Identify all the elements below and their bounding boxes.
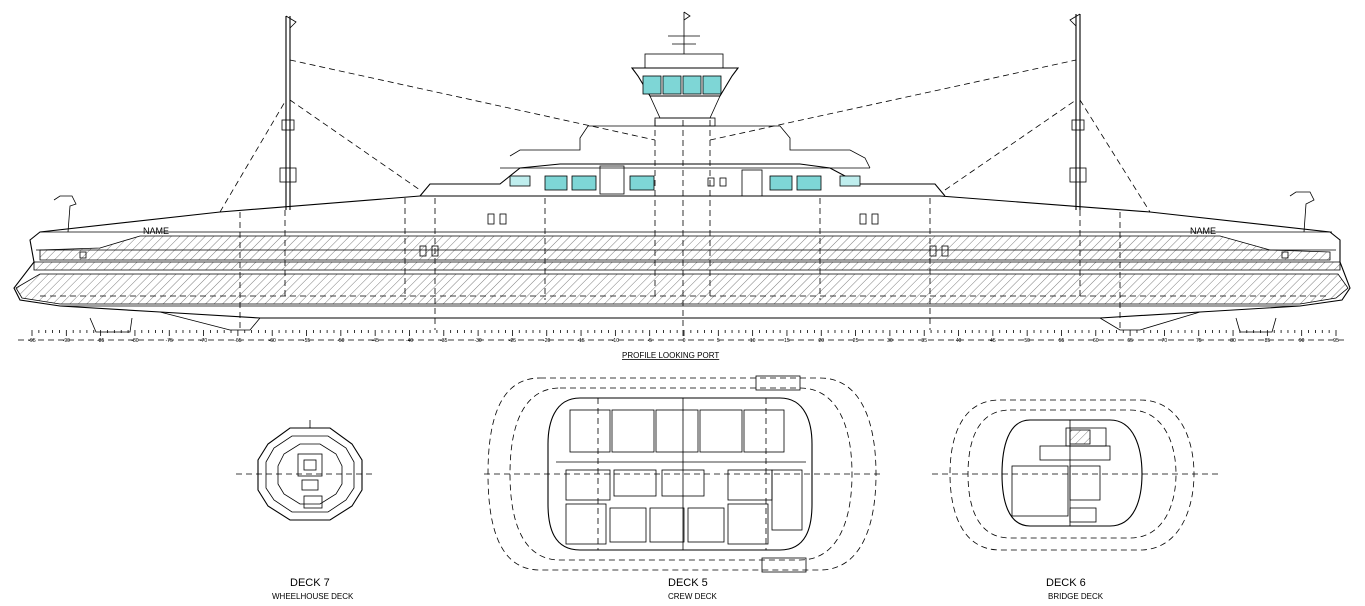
hull-outline <box>13 195 1351 319</box>
mast-right <box>1069 13 1087 210</box>
frame-label: 90 <box>1299 338 1305 344</box>
deck-7-title: DECK 7 <box>290 577 330 589</box>
frame-label: 25 <box>853 338 859 344</box>
frame-label: -30 <box>474 338 481 344</box>
frame-label: -20 <box>543 338 550 344</box>
frame-label: 65 <box>1127 338 1133 344</box>
frame-label: -85 <box>97 338 104 344</box>
deck-windows <box>509 175 861 191</box>
frame-label: -45 <box>372 338 379 344</box>
frame-label: 55 <box>1059 338 1065 344</box>
frame-label: 75 <box>1196 338 1202 344</box>
frame-label: 95 <box>1333 338 1339 344</box>
frame-label: 5 <box>717 338 720 344</box>
frame-label: -75 <box>166 338 173 344</box>
frame-label: -65 <box>234 338 241 344</box>
frame-label: 30 <box>887 338 893 344</box>
frame-label: -55 <box>303 338 310 344</box>
name-label-left: NAME <box>143 226 169 236</box>
mast-left <box>279 15 297 210</box>
profile-caption: PROFILE LOOKING PORT <box>622 351 719 360</box>
frame-label: -5 <box>647 338 652 344</box>
car-deck-hatch <box>39 235 1331 261</box>
deck-5-subtitle: CREW DECK <box>668 592 718 601</box>
hull-band <box>33 261 1341 271</box>
frame-label: 15 <box>784 338 790 344</box>
frame-label: 20 <box>818 338 824 344</box>
deck-7-subtitle: WHEELHOUSE DECK <box>272 592 354 601</box>
deck-5-plan <box>484 375 880 573</box>
frame-label: -70 <box>200 338 207 344</box>
frame-label: -15 <box>577 338 584 344</box>
frame-lines <box>239 120 1121 340</box>
stays <box>219 59 1151 213</box>
frame-label: -50 <box>337 338 344 344</box>
frame-label: 50 <box>1024 338 1030 344</box>
deck-7-plan <box>236 420 374 521</box>
frame-label: -80 <box>131 338 138 344</box>
frame-label: -40 <box>406 338 413 344</box>
frame-label: 60 <box>1093 338 1099 344</box>
profile-view: NAME NAME -95-90-85-80-75-70-65-60-55-50… <box>13 11 1351 360</box>
frame-label: -90 <box>63 338 70 344</box>
frame-label: 85 <box>1265 338 1271 344</box>
deck-6-plan <box>932 399 1220 551</box>
frame-label: 70 <box>1162 338 1168 344</box>
hull-band-lower <box>15 273 1349 305</box>
deck-6-subtitle: BRIDGE DECK <box>1048 592 1104 601</box>
frame-label: -10 <box>612 338 619 344</box>
frame-label: -60 <box>269 338 276 344</box>
frame-label: 40 <box>956 338 962 344</box>
frame-label: 80 <box>1230 338 1236 344</box>
frame-scale: -95-90-85-80-75-70-65-60-55-50-45-40-35-… <box>28 330 1339 344</box>
frame-label: 35 <box>921 338 927 344</box>
deck-6-title: DECK 6 <box>1046 577 1086 589</box>
frame-label: 45 <box>990 338 996 344</box>
frame-label: -95 <box>28 338 35 344</box>
deck-5-title: DECK 5 <box>668 577 708 589</box>
frame-label: -25 <box>509 338 516 344</box>
superstructure <box>419 163 946 197</box>
frame-label: 0 <box>683 338 686 344</box>
frame-label: 10 <box>750 338 756 344</box>
frame-label: -35 <box>440 338 447 344</box>
name-label-right: NAME <box>1190 226 1216 236</box>
